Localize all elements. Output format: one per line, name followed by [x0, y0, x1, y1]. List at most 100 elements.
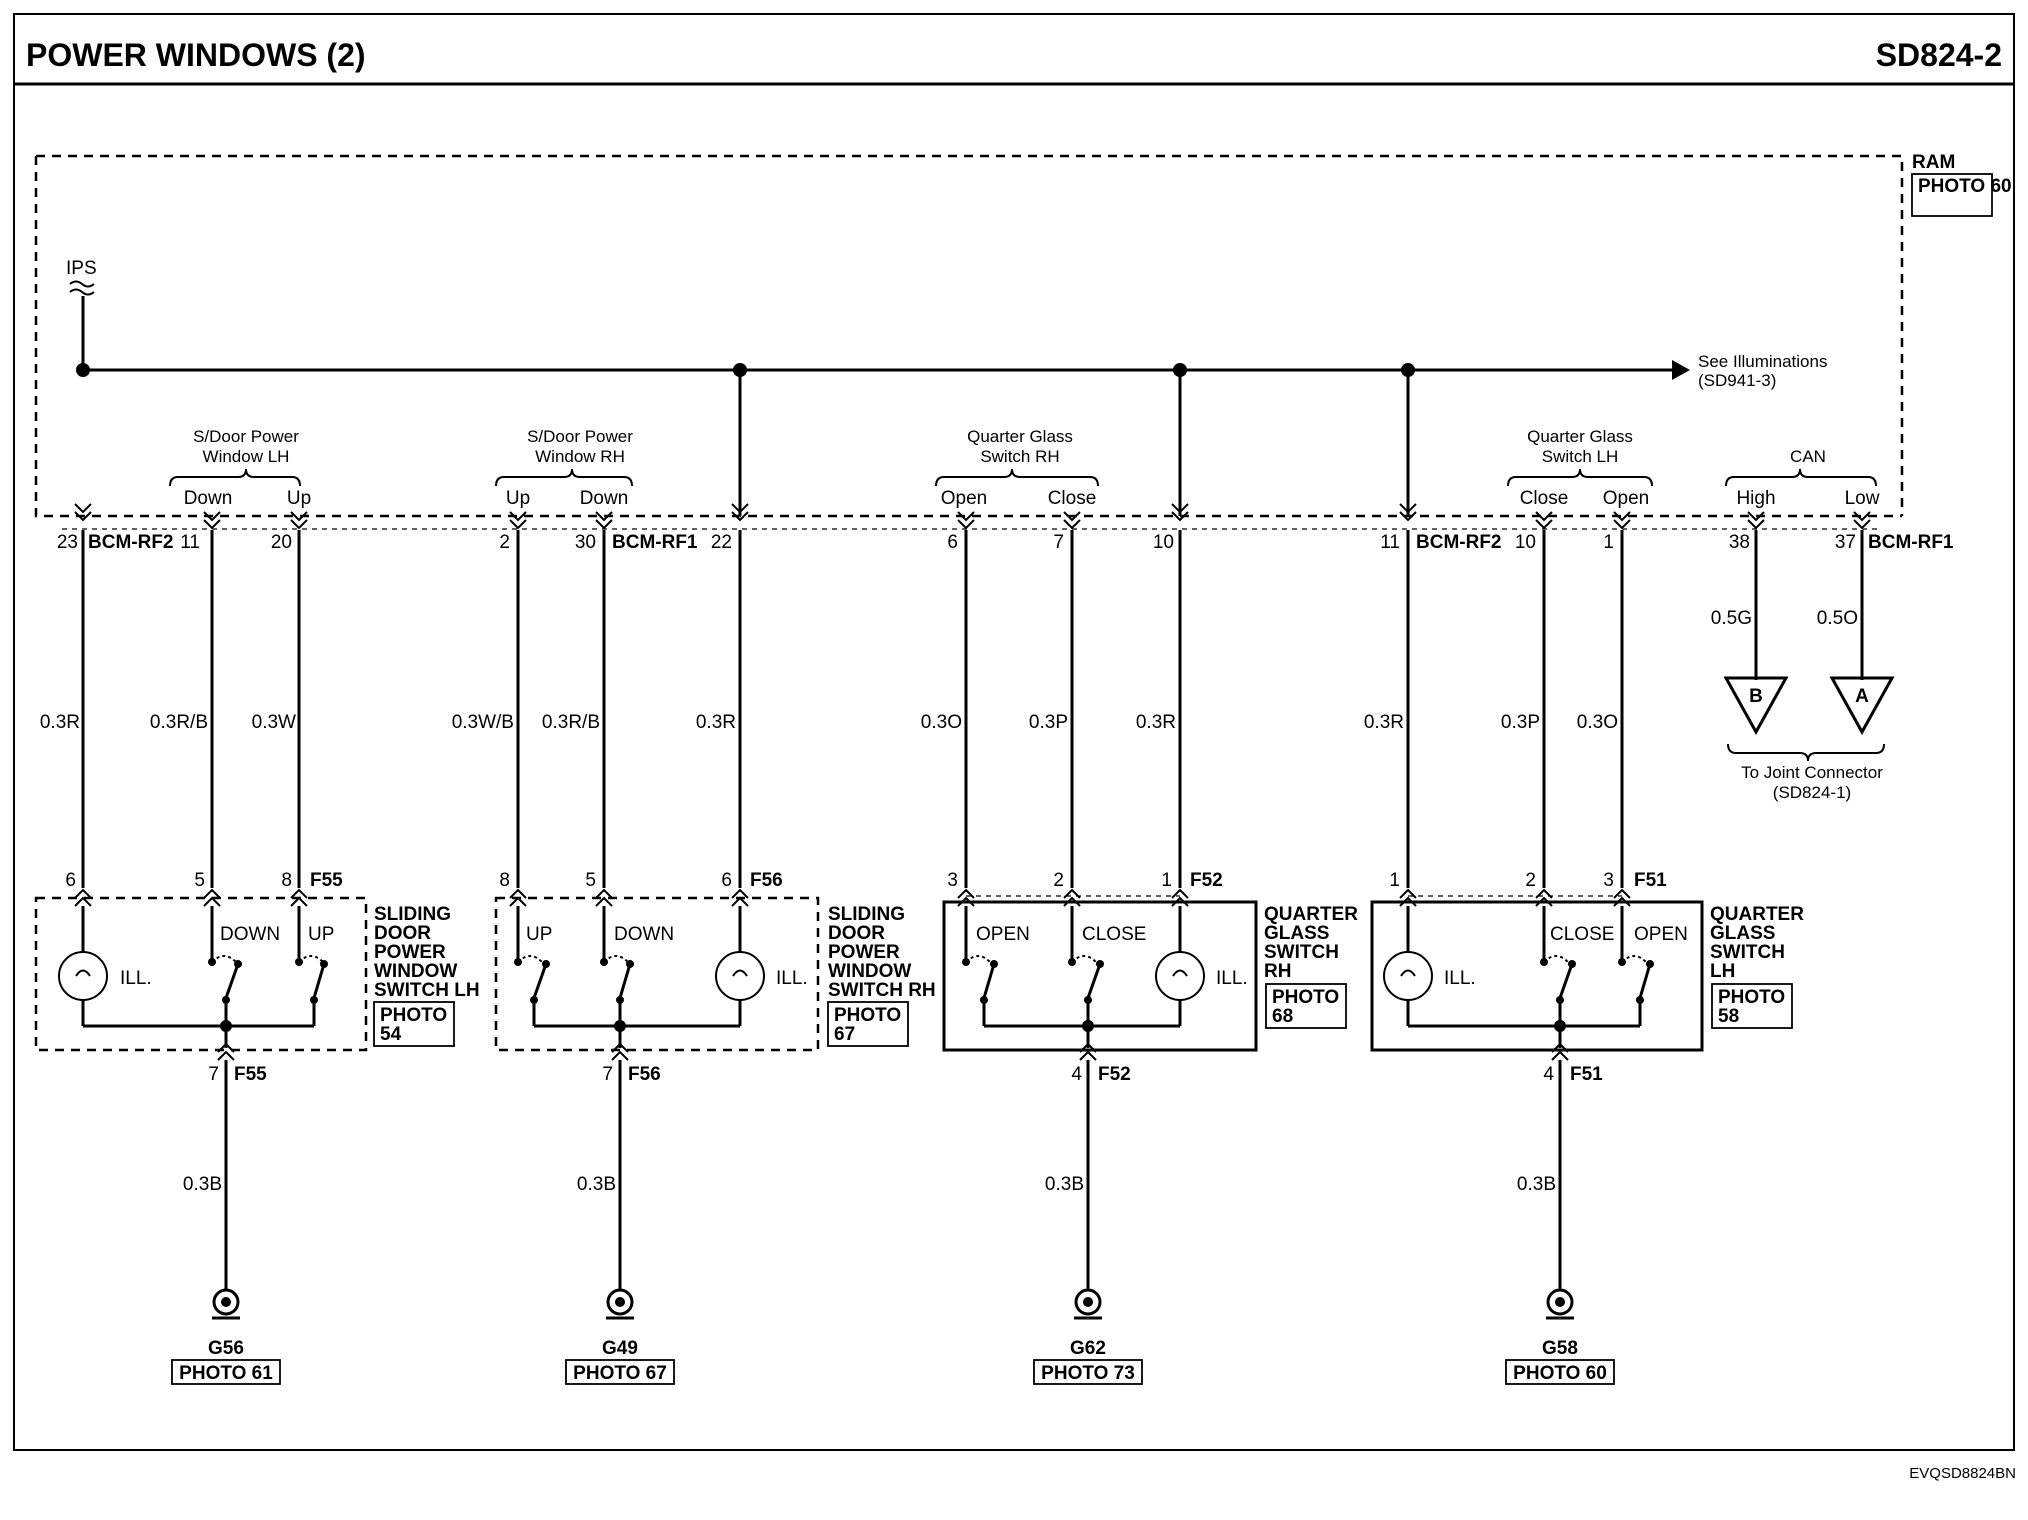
svg-text:0.3B: 0.3B [1045, 1174, 1084, 1195]
svg-text:G62: G62 [1070, 1338, 1106, 1359]
connector-f51-b: F51 [1570, 1064, 1603, 1085]
svg-text:10: 10 [1515, 532, 1536, 553]
ground-icon [212, 1288, 240, 1316]
svg-text:SWITCH RH: SWITCH RH [828, 980, 936, 1001]
svg-text:Switch RH: Switch RH [980, 447, 1059, 466]
svg-text:0.5G: 0.5G [1711, 608, 1752, 629]
bulb-icon [75, 969, 91, 977]
svg-text:0.3P: 0.3P [1029, 712, 1068, 733]
connector-f56-b: F56 [628, 1064, 661, 1085]
svg-text:To Joint Connector: To Joint Connector [1741, 763, 1883, 782]
svg-text:Close: Close [1048, 488, 1097, 509]
svg-text:2: 2 [1525, 870, 1536, 891]
ground-wires: 0.3B 0.3B 0.3B 0.3B [183, 1060, 1562, 1290]
svg-text:G56: G56 [208, 1338, 244, 1359]
svg-text:11: 11 [180, 532, 200, 553]
connector-bcm-rf1: BCM-RF1 [612, 532, 698, 553]
svg-text:LH: LH [1710, 961, 1735, 982]
svg-text:30: 30 [575, 532, 596, 553]
svg-text:6: 6 [65, 870, 76, 891]
switch-sliding-door-lh: 6 5 8 F55 ILL. DOWN UP SLIDING DOOR POWE… [34, 870, 480, 1085]
svg-text:SLIDING: SLIDING [374, 904, 451, 925]
ground-icon-3 [1074, 1288, 1102, 1316]
connector-bcm-rf2: BCM-RF2 [88, 532, 174, 553]
svg-text:8: 8 [499, 870, 510, 891]
svg-text:DOWN: DOWN [220, 924, 280, 945]
svg-text:0.3W: 0.3W [252, 712, 296, 733]
svg-text:1: 1 [1603, 532, 1614, 553]
svg-text:6: 6 [721, 870, 732, 891]
svg-text:Quarter Glass: Quarter Glass [1527, 427, 1633, 446]
svg-text:QUARTER: QUARTER [1710, 904, 1804, 925]
bulb-icon-4 [1400, 969, 1416, 977]
svg-text:SWITCH: SWITCH [1710, 942, 1785, 963]
svg-text:38: 38 [1729, 532, 1750, 553]
connector-f56: F56 [750, 870, 783, 891]
connector-f52: F52 [1190, 870, 1223, 891]
svg-text:S/Door Power: S/Door Power [527, 427, 633, 446]
svg-text:PHOTO 60: PHOTO 60 [1513, 1363, 1607, 1384]
svg-text:ILL.: ILL. [120, 968, 152, 989]
svg-text:4: 4 [1071, 1064, 1082, 1085]
svg-text:Up: Up [506, 488, 530, 509]
group-qg-rh: Quarter Glass Switch RH Open Close [935, 427, 1099, 509]
top-pin-labels: 23 BCM-RF2 11 20 2 30 BCM-RF1 22 6 7 10 … [57, 532, 1954, 553]
svg-text:SWITCH LH: SWITCH LH [374, 980, 480, 1001]
bulb-icon-2 [732, 969, 748, 977]
svg-text:0.3R: 0.3R [696, 712, 736, 733]
svg-text:54: 54 [380, 1024, 402, 1045]
svg-text:GLASS: GLASS [1264, 923, 1329, 944]
svg-text:0.3R: 0.3R [40, 712, 80, 733]
group-can: CAN High Low [1725, 447, 1880, 509]
svg-text:7: 7 [208, 1064, 219, 1085]
bulb-icon-3 [1172, 969, 1188, 977]
svg-text:GLASS: GLASS [1710, 923, 1775, 944]
svg-text:23: 23 [57, 532, 78, 553]
svg-text:Close: Close [1520, 488, 1569, 509]
svg-text:0.3O: 0.3O [1577, 712, 1618, 733]
svg-text:Quarter Glass: Quarter Glass [967, 427, 1073, 446]
svg-text:Up: Up [287, 488, 311, 509]
svg-text:ILL.: ILL. [776, 968, 808, 989]
svg-text:PHOTO: PHOTO [380, 1005, 447, 1026]
svg-text:10: 10 [1153, 532, 1174, 553]
svg-text:PHOTO: PHOTO [834, 1005, 901, 1026]
svg-text:PHOTO 73: PHOTO 73 [1041, 1363, 1135, 1384]
svg-text:DOOR: DOOR [374, 923, 431, 944]
group-sdoor-rh: S/Door Power Window RH Up Down [495, 427, 633, 509]
svg-text:0.3R: 0.3R [1136, 712, 1176, 733]
joint-a: A [1855, 686, 1869, 707]
svg-text:0.3B: 0.3B [577, 1174, 616, 1195]
connector-f55-b: F55 [234, 1064, 267, 1085]
svg-text:G49: G49 [602, 1338, 638, 1359]
svg-text:2: 2 [499, 532, 510, 553]
svg-text:11: 11 [1380, 532, 1400, 553]
svg-text:4: 4 [1543, 1064, 1554, 1085]
svg-text:0.3W/B: 0.3W/B [452, 712, 514, 733]
page-frame [13, 13, 2015, 1451]
svg-text:0.3R: 0.3R [1364, 712, 1404, 733]
svg-text:0.3B: 0.3B [183, 1174, 222, 1195]
svg-text:(SD824-1): (SD824-1) [1773, 783, 1851, 802]
connector-f55: F55 [310, 870, 343, 891]
svg-text:37: 37 [1835, 532, 1856, 553]
svg-text:DOOR: DOOR [828, 923, 885, 944]
svg-text:5: 5 [194, 870, 205, 891]
svg-text:QUARTER: QUARTER [1264, 904, 1358, 925]
svg-text:0.3O: 0.3O [921, 712, 962, 733]
svg-text:CAN: CAN [1790, 447, 1826, 466]
svg-text:Window RH: Window RH [535, 447, 625, 466]
svg-text:Low: Low [1845, 488, 1880, 509]
ground-g56: G56 PHOTO 61 [171, 1288, 281, 1385]
group-qg-lh: Quarter Glass Switch LH Close Open [1507, 427, 1653, 509]
svg-text:SWITCH: SWITCH [1264, 942, 1339, 963]
svg-text:0.5O: 0.5O [1817, 608, 1858, 629]
svg-text:6: 6 [947, 532, 958, 553]
ips-fuse: IPS [66, 258, 97, 370]
ips-bus: See Illuminations (SD941-3) [76, 352, 1827, 516]
connector-bcm-rf2-b: BCM-RF2 [1416, 532, 1502, 553]
svg-text:Switch LH: Switch LH [1542, 447, 1619, 466]
svg-text:WINDOW: WINDOW [374, 961, 457, 982]
ground-icon-2 [606, 1288, 634, 1316]
